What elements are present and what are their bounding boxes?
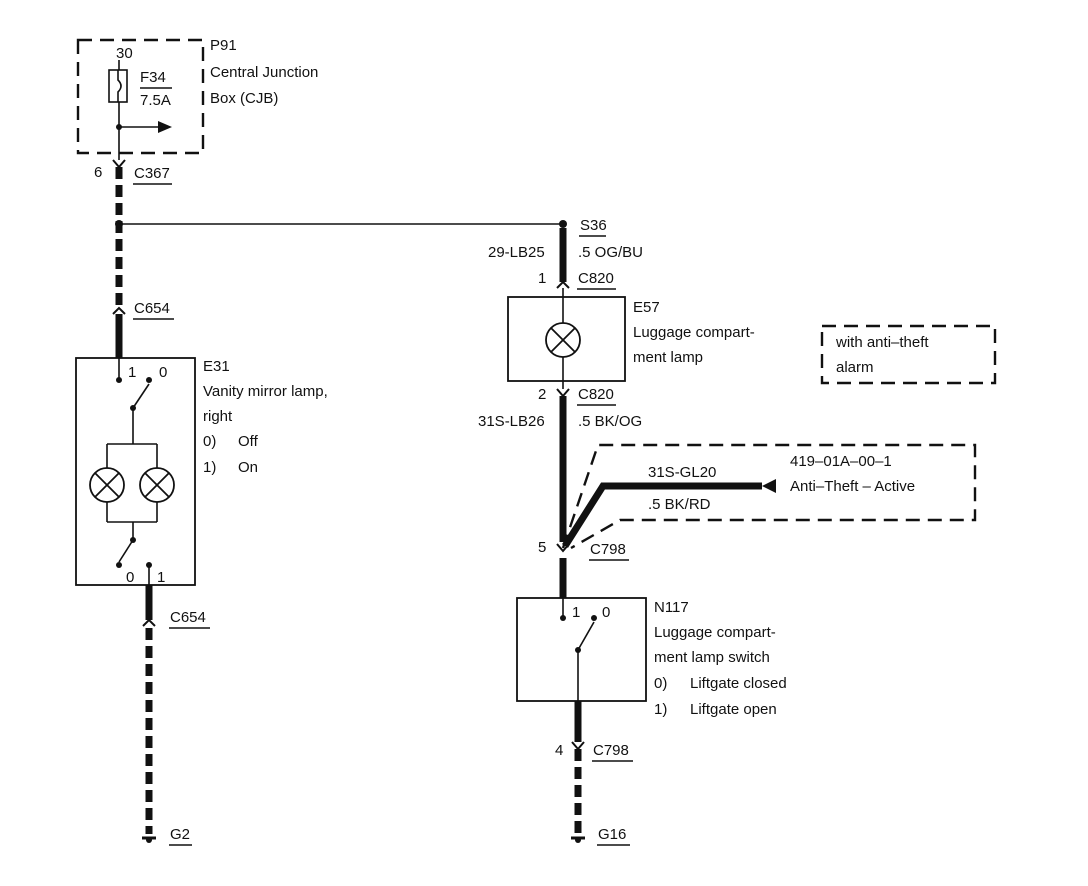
luggage-switch-name-line1: Luggage compart- bbox=[654, 624, 776, 641]
left-circuit: 6 C367 C654 1 0 bbox=[75, 159, 563, 846]
splice-s36-label: S36 bbox=[580, 217, 607, 234]
vanity-lamp-id: E31 bbox=[203, 358, 230, 375]
vanity-top-switch-contact bbox=[132, 383, 150, 409]
luggage-switch-state1-text: Liftgate open bbox=[690, 701, 777, 718]
wire-top-circuit: 29-LB25 bbox=[488, 244, 545, 261]
anti-theft-note-box bbox=[820, 324, 997, 385]
c654-upper-label: C654 bbox=[134, 300, 170, 317]
c654-lower-label: C654 bbox=[170, 609, 206, 626]
lamp-bulb-right-icon bbox=[139, 467, 175, 503]
anti-theft-option-outline bbox=[561, 443, 977, 550]
vanity-state0-num: 0) bbox=[203, 433, 216, 450]
vanity-lamp-box bbox=[75, 357, 196, 586]
splice-s36-dot bbox=[559, 220, 567, 228]
vanity-state0-text: Off bbox=[238, 433, 259, 450]
connector-c798-mid-icon bbox=[556, 543, 570, 553]
luggage-switch-state0-num: 0) bbox=[654, 675, 667, 692]
c367-pin: 6 bbox=[94, 164, 102, 181]
connector-c654-upper-icon bbox=[112, 306, 126, 315]
central-junction-box: 30 F34 7.5A P91 Central Junction Box (CJ… bbox=[76, 37, 318, 160]
anti-theft-arrow-icon bbox=[762, 479, 776, 493]
right-circuit: S36 29-LB25 .5 OG/BU 1 C820 E57 Luggage … bbox=[478, 217, 997, 846]
wire-alarm-circuit: 31S-GL20 bbox=[648, 464, 716, 481]
cjb-name-line1: Central Junction bbox=[210, 64, 318, 81]
luggage-switch-state0-text: Liftgate closed bbox=[690, 675, 787, 692]
alarm-reference: 419–01A–00–1 bbox=[790, 453, 892, 470]
c820-top-pin: 1 bbox=[538, 270, 546, 287]
vanity-lamp-name-line1: Vanity mirror lamp, bbox=[203, 383, 328, 400]
luggage-switch-contact bbox=[577, 621, 595, 651]
wire-mid-color: .5 BK/OG bbox=[578, 413, 642, 430]
wire-top-color: .5 OG/BU bbox=[578, 244, 643, 261]
c798-mid-label: C798 bbox=[590, 541, 626, 558]
switch-pos1: 1 bbox=[572, 604, 580, 621]
note-line2: alarm bbox=[836, 359, 874, 376]
vanity-mirror-lamp: 1 0 bbox=[75, 357, 196, 586]
lamp-bulb-left-icon bbox=[89, 467, 125, 503]
ground-g2-label: G2 bbox=[170, 826, 190, 843]
cjb-terminal-label: 30 bbox=[116, 45, 133, 62]
luggage-compartment-lamp bbox=[507, 296, 626, 382]
connector-c820-bottom-icon bbox=[556, 388, 570, 398]
c798-mid-pin: 5 bbox=[538, 539, 546, 556]
connector-c798-bottom-icon bbox=[571, 741, 585, 751]
wire-mid-circuit: 31S-LB26 bbox=[478, 413, 545, 430]
c798-bottom-label: C798 bbox=[593, 742, 629, 759]
vanity-lamp-name-line2: right bbox=[203, 408, 233, 425]
note-line1: with anti–theft bbox=[835, 334, 929, 351]
luggage-lamp-name-line1: Luggage compart- bbox=[633, 324, 755, 341]
vanity-top-pos1: 1 bbox=[128, 364, 136, 381]
anti-theft-wire bbox=[562, 482, 762, 548]
vanity-bottom-pos0: 0 bbox=[126, 569, 134, 586]
fuse-rating: 7.5A bbox=[140, 92, 171, 109]
connector-c820-top-icon bbox=[556, 280, 570, 289]
c367-label: C367 bbox=[134, 165, 170, 182]
luggage-lamp-id: E57 bbox=[633, 299, 660, 316]
luggage-lamp-box bbox=[507, 296, 626, 382]
vanity-state1-text: On bbox=[238, 459, 258, 476]
luggage-lamp-bulb-icon bbox=[545, 322, 581, 358]
ground-g16-icon bbox=[571, 836, 585, 843]
vanity-state1-num: 1) bbox=[203, 459, 216, 476]
fuse-icon bbox=[108, 69, 128, 103]
luggage-switch-id: N117 bbox=[654, 599, 689, 616]
vanity-bottom-switch-contact bbox=[118, 539, 134, 563]
luggage-lamp-switch: 1 0 bbox=[516, 597, 647, 702]
wire-alarm-color: .5 BK/RD bbox=[648, 496, 711, 513]
c798-bottom-pin: 4 bbox=[555, 742, 563, 759]
fuse-id: F34 bbox=[140, 69, 166, 86]
alarm-reference-text: Anti–Theft – Active bbox=[790, 478, 915, 495]
vanity-top-pos0: 0 bbox=[159, 364, 167, 381]
luggage-switch-state1-num: 1) bbox=[654, 701, 667, 718]
ground-g16-label: G16 bbox=[598, 826, 626, 843]
cjb-name-line2: Box (CJB) bbox=[210, 90, 278, 107]
connector-c367-icon bbox=[112, 159, 126, 169]
luggage-switch-name-line2: ment lamp switch bbox=[654, 649, 770, 666]
c820-top-label: C820 bbox=[578, 270, 614, 287]
connector-c654-lower-icon bbox=[142, 618, 156, 627]
luggage-switch-box bbox=[516, 597, 647, 702]
c820-bottom-pin: 2 bbox=[538, 386, 546, 403]
cjb-id: P91 bbox=[210, 37, 237, 54]
switch-pos0: 0 bbox=[602, 604, 610, 621]
ground-g2-icon bbox=[142, 836, 156, 843]
cjb-dashed-outline bbox=[76, 38, 205, 155]
vanity-bottom-pos1: 1 bbox=[157, 569, 165, 586]
branch-arrow-icon bbox=[158, 121, 172, 133]
c820-bottom-label: C820 bbox=[578, 386, 614, 403]
luggage-lamp-name-line2: ment lamp bbox=[633, 349, 703, 366]
